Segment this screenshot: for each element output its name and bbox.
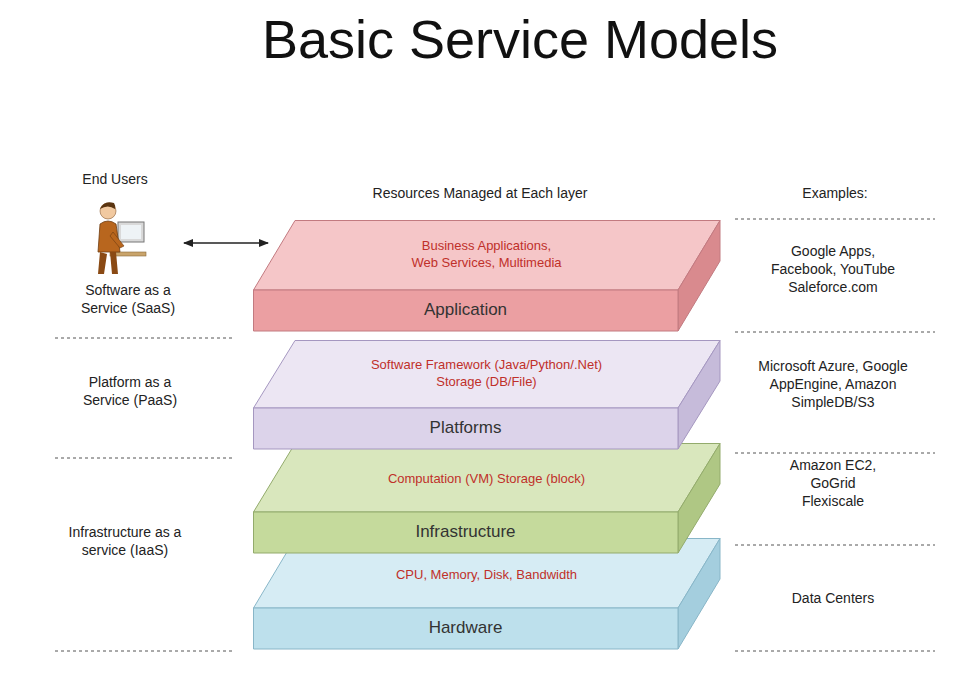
example-text: Microsoft Azure, Google AppEngine, Amazo… [753,357,913,412]
separator-line [735,219,935,220]
text-box: Computation (VM) Storage (block) [253,469,720,488]
title: Basic Service Models [262,8,778,70]
hair [100,202,115,209]
suit-arm [110,232,124,248]
layer-title: Application [424,300,507,320]
label-box: Examples: [760,184,910,202]
actor-label: End Users [82,170,147,188]
slab-side [678,341,720,450]
label-box: Amazon EC2, GoGrid Flexiscale [783,456,883,511]
resource-text: Software Framework (Java/Python/.Net) St… [364,357,609,391]
slab-front [254,408,679,449]
layer-name: Software as a Service (SaaS) [70,281,186,317]
label-box: Platform as a Service (PaaS) [72,373,188,409]
slab-side [678,221,720,332]
legs [98,252,118,274]
separator-line [55,338,235,339]
column-header: Examples: [802,184,867,202]
text-box: Platforms [253,418,678,438]
resource-text: Business Applications, Web Services, Mul… [409,238,564,272]
slab-front [254,608,679,649]
separator-line [735,453,935,454]
separator-line [735,651,935,652]
slab-front [254,290,679,331]
title-box: Basic Service Models [160,8,880,70]
layer-slab: Business Applications, Web Services, Mul… [253,220,721,332]
separator-line [735,545,935,546]
layer-title: Hardware [429,618,503,638]
example-text: Data Centers [792,589,874,607]
text-box: Software Framework (Java/Python/.Net) St… [253,357,720,391]
slab-top [254,341,721,409]
double-arrow [184,242,268,243]
slab-top [254,221,721,291]
layer-slab: CPU, Memory, Disk, BandwidthHardware [253,538,721,650]
monitor-screen [121,225,141,239]
text-box: Application [253,300,678,320]
label-box: End Users [60,170,170,188]
user-figure [98,202,146,274]
layer-title: Platforms [430,418,502,438]
slab-front [254,512,679,553]
layer-title: Infrastructure [415,522,515,542]
text-box: Hardware [253,618,678,638]
layer-name: Infrastructure as a service (IaaS) [55,523,195,559]
layer-slab: Software Framework (Java/Python/.Net) St… [253,340,721,450]
label-box: Google Apps, Facebook, YouTube Saleforce… [763,242,903,297]
column-header: Resources Managed at Each layer [373,184,588,202]
slab-side [678,444,720,554]
slab-top [254,444,721,513]
label-box: Data Centers [758,589,908,607]
separator-line [55,651,235,652]
slab-top [254,539,721,609]
label-box: Microsoft Azure, Google AppEngine, Amazo… [753,357,913,412]
layer-name: Platform as a Service (PaaS) [72,373,188,409]
text-box: Infrastructure [253,522,678,542]
separator-lines [55,219,935,651]
text-box: Business Applications, Web Services, Mul… [253,238,720,272]
resource-text: Computation (VM) Storage (block) [388,471,585,488]
resource-text: CPU, Memory, Disk, Bandwidth [396,567,577,584]
layer-slab: Computation (VM) Storage (block) Infrastr… [253,443,721,554]
label-box: Resources Managed at Each layer [330,184,630,202]
separator-line [55,458,235,459]
separator-line [735,332,935,333]
example-text: Amazon EC2, GoGrid Flexiscale [783,456,883,511]
label-box: Infrastructure as a service (IaaS) [55,523,195,559]
monitor [118,222,144,242]
slab-side [678,539,720,650]
head [100,203,116,219]
text-box: CPU, Memory, Disk, Bandwidth [253,565,720,584]
example-text: Google Apps, Facebook, YouTube Saleforce… [763,242,903,297]
label-box: Software as a Service (SaaS) [70,281,186,317]
